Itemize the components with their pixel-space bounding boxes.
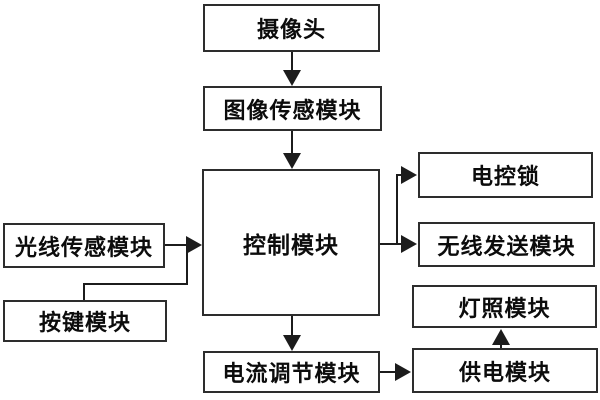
edge-control-to-lock [396, 166, 417, 244]
node-current-regulator: 电流调节模块 [203, 351, 380, 393]
node-wireless-transmit: 无线发送模块 [418, 222, 595, 267]
node-key: 按键模块 [3, 300, 167, 342]
node-control-label: 控制模块 [243, 232, 339, 258]
node-key-label: 按键模块 [38, 310, 131, 335]
node-camera-label: 摄像头 [256, 17, 326, 42]
edge-key-to-control-junction [83, 245, 188, 300]
node-image-sensor: 图像传感模块 [203, 86, 382, 131]
node-electric-lock: 电控锁 [418, 152, 593, 198]
edge-light-sensor-to-control [165, 236, 202, 254]
edge-current-to-power [380, 363, 411, 381]
node-image-sensor-label: 图像传感模块 [223, 97, 362, 123]
node-camera: 摄像头 [203, 4, 380, 52]
node-power-supply-label: 供电模块 [458, 359, 551, 385]
node-lighting: 灯照模块 [412, 285, 597, 328]
edge-control-to-wireless [380, 235, 417, 253]
node-light-sensor-label: 光线传感模块 [14, 234, 153, 260]
node-lighting-label: 灯照模块 [458, 295, 551, 321]
node-power-supply: 供电模块 [412, 348, 598, 393]
node-electric-lock-label: 电控锁 [470, 164, 540, 189]
edge-image-sensor-to-control [283, 131, 301, 169]
node-wireless-transmit-label: 无线发送模块 [437, 233, 576, 259]
node-light-sensor: 光线传感模块 [3, 223, 165, 268]
node-current-regulator-label: 电流调节模块 [222, 361, 361, 386]
edge-camera-to-image-sensor [283, 52, 301, 86]
node-control: 控制模块 [202, 169, 380, 316]
edge-control-to-current [283, 316, 301, 351]
edge-power-to-lighting [492, 329, 510, 348]
